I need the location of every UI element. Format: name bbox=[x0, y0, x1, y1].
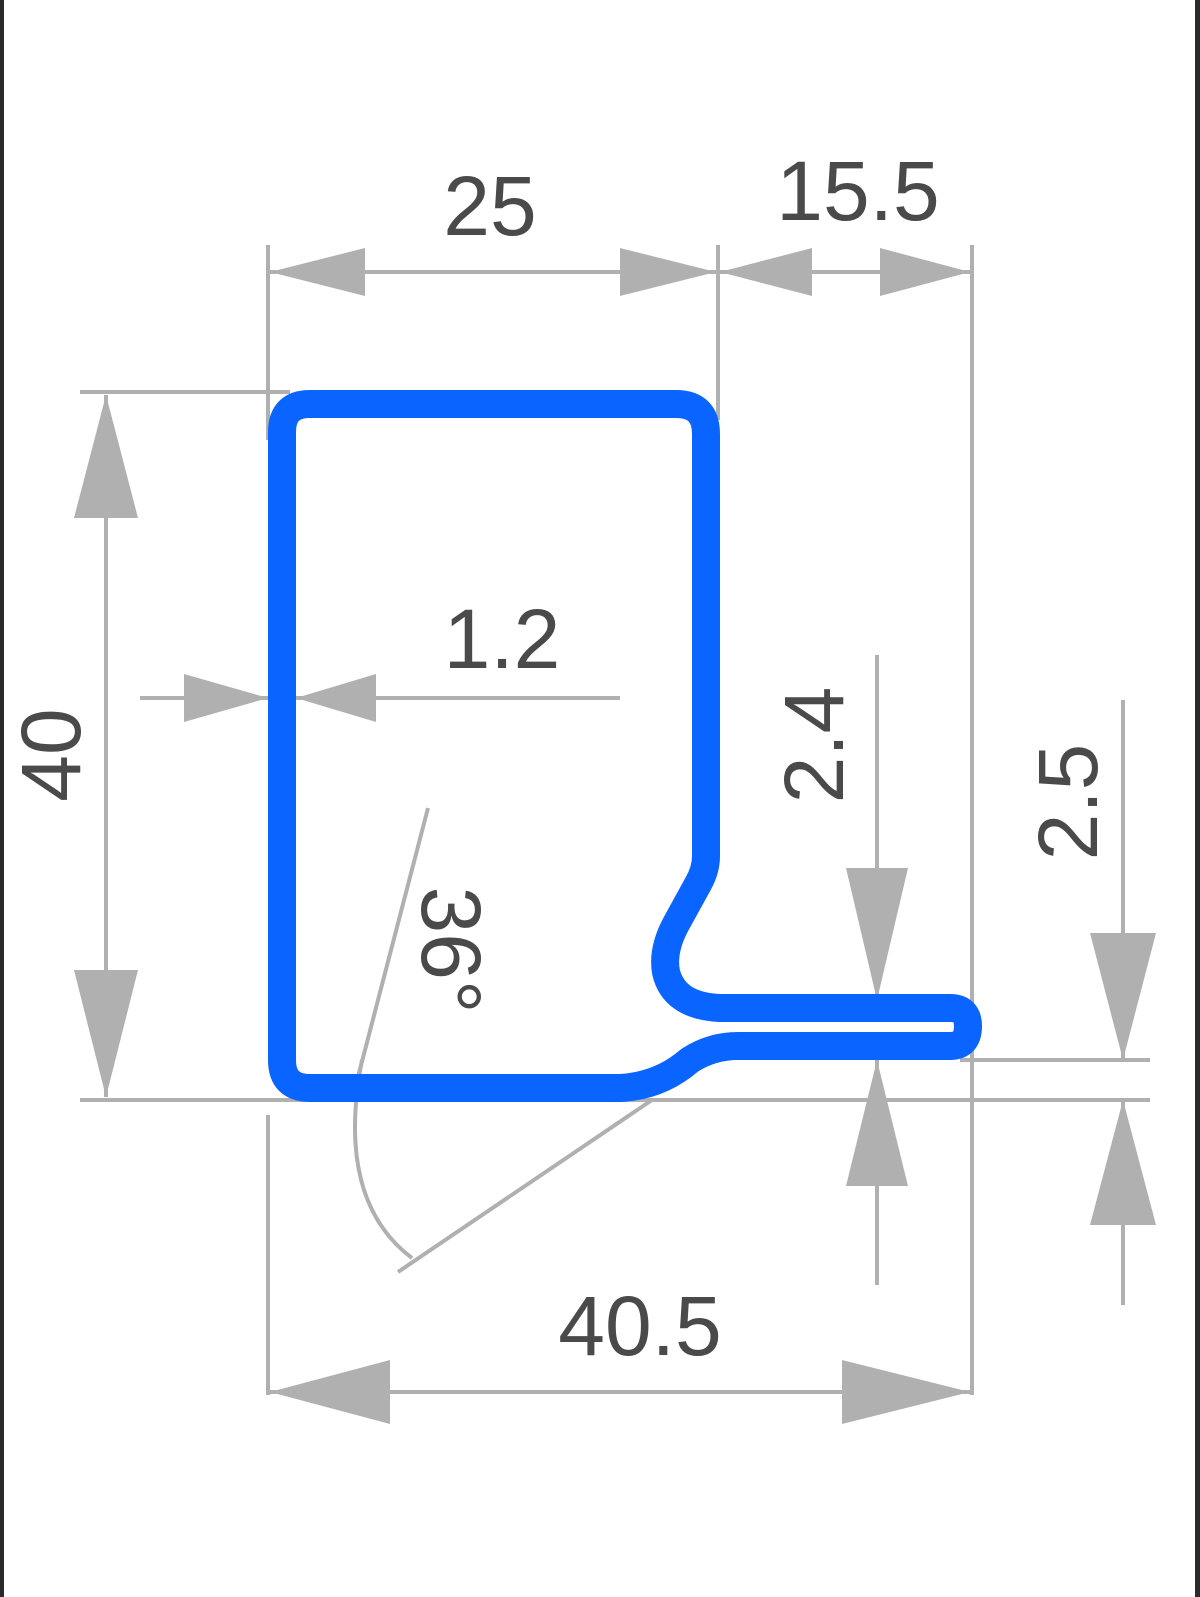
arrow-up-icon bbox=[1090, 1100, 1156, 1225]
label-15-5: 15.5 bbox=[776, 144, 940, 238]
arrow-up-icon bbox=[74, 395, 138, 518]
dimension-overall-width: 40.5 bbox=[270, 1279, 970, 1424]
dimension-overall-height: 40 bbox=[4, 395, 138, 1097]
arrow-down-icon bbox=[1090, 933, 1156, 1060]
steel-profile-shape bbox=[268, 390, 982, 1102]
label-2-5: 2.5 bbox=[1021, 744, 1115, 861]
label-25: 25 bbox=[443, 159, 536, 253]
arrow-right-icon bbox=[842, 1360, 970, 1424]
dimension-angle: 36° bbox=[350, 807, 654, 1274]
arrow-right-icon bbox=[184, 674, 268, 722]
arrow-up-icon bbox=[846, 1060, 908, 1186]
dimension-wall-thickness: 1.2 bbox=[140, 592, 620, 722]
arrow-left-icon bbox=[296, 674, 376, 722]
arrow-down-icon bbox=[846, 868, 908, 1000]
dimension-lip-gap: 2.4 bbox=[767, 655, 908, 1285]
label-1-2: 1.2 bbox=[444, 592, 561, 686]
extension-lines bbox=[80, 245, 1150, 1395]
dimension-top-left-width: 25 bbox=[270, 159, 716, 296]
arrow-left-icon bbox=[270, 248, 365, 296]
label-2-4: 2.4 bbox=[767, 687, 861, 804]
arrow-left-icon bbox=[270, 1360, 390, 1424]
arrow-right-icon bbox=[880, 248, 970, 296]
label-36-degrees: 36° bbox=[404, 886, 498, 1013]
arrow-right-icon bbox=[620, 248, 716, 296]
label-40-5: 40.5 bbox=[558, 1279, 722, 1373]
dimension-lip-offset: 2.5 bbox=[1021, 700, 1156, 1305]
arrow-left-icon bbox=[720, 248, 812, 296]
dimension-top-right-width: 15.5 bbox=[720, 144, 970, 296]
arrow-down-icon bbox=[74, 970, 138, 1097]
label-40: 40 bbox=[4, 708, 98, 801]
